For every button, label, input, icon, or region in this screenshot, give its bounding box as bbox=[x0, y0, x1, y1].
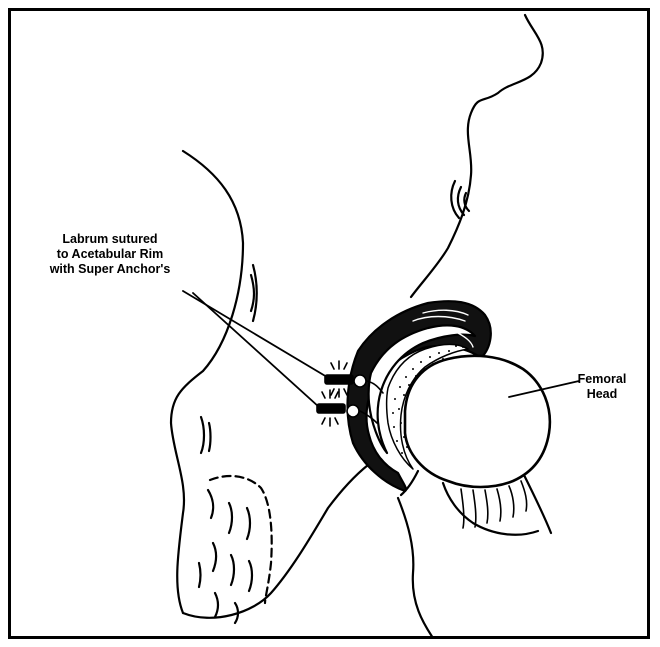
pelvis-lines bbox=[201, 417, 211, 453]
labrum-label-line-2: to Acetabular Rim bbox=[22, 247, 198, 262]
labrum-annotation: Labrum sutured to Acetabular Rim with Su… bbox=[22, 232, 198, 277]
labrum-label-line-3: with Super Anchor's bbox=[22, 262, 198, 277]
obturator-dashed bbox=[210, 476, 272, 603]
ischium-outline bbox=[183, 465, 368, 618]
hip-illustration bbox=[11, 11, 650, 639]
pelvis-contour-mark bbox=[251, 275, 254, 311]
skin-outline bbox=[411, 15, 543, 297]
pelvis-outline bbox=[171, 151, 243, 613]
femoral-label-line-1: Femoral bbox=[570, 372, 634, 387]
figure-frame bbox=[8, 8, 650, 639]
femoral-head-annotation: Femoral Head bbox=[570, 372, 634, 402]
femur-outline bbox=[398, 498, 433, 638]
pelvis-shading bbox=[199, 490, 252, 623]
labrum-label-line-1: Labrum sutured bbox=[22, 232, 198, 247]
femoral-head bbox=[405, 356, 550, 487]
femoral-label-line-2: Head bbox=[570, 387, 634, 402]
